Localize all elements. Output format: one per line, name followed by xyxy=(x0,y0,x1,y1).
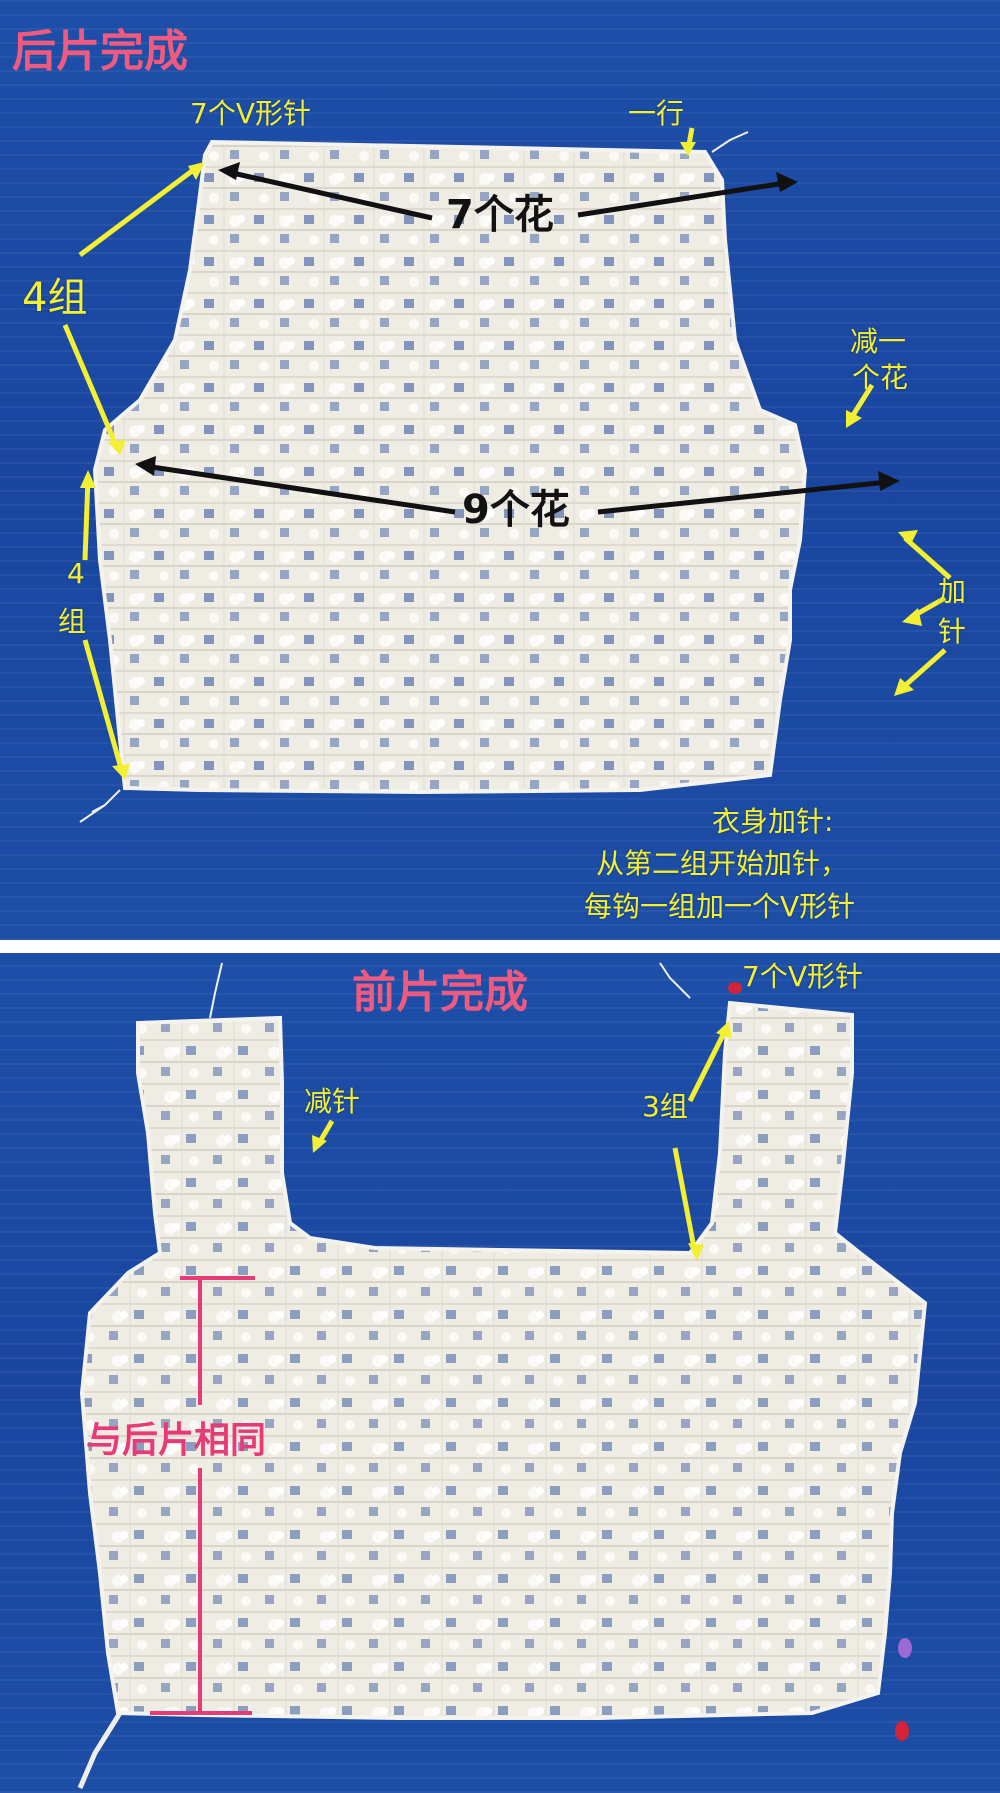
front-piece-title: 前片完成 xyxy=(352,967,528,1018)
label-7-v-stitches-strap: 7个V形针 xyxy=(742,960,863,993)
label-decrease: 减针 xyxy=(304,1085,361,1118)
front-piece-shape xyxy=(79,1000,928,1720)
label-decrease-one-flower-line2: 个花 xyxy=(852,361,909,394)
label-3-groups: 3组 xyxy=(642,1090,688,1123)
back-piece-photo: 后片完成 7个V形针 一行 7个花 4组 减一 个花 9个花 4 组 加 针 衣… xyxy=(0,0,1000,940)
black-width-arrows xyxy=(144,169,889,515)
label-body-width-9-flowers: 9个花 xyxy=(462,487,570,533)
body-increase-note-line2: 从第二组开始加针， xyxy=(596,847,849,880)
yellow-arrows xyxy=(62,127,952,773)
label-top-width-7-flowers: 7个花 xyxy=(446,192,554,238)
body-increase-note-line1: 衣身加针: xyxy=(712,805,834,838)
label-increase-line2: 针 xyxy=(938,615,967,648)
label-decrease-one-flower-line1: 减一 xyxy=(850,325,907,358)
back-piece-illustration xyxy=(62,127,952,823)
label-same-as-back: 与后片相同 xyxy=(86,1420,267,1461)
front-yellow-arrows xyxy=(315,1029,728,1254)
label-7-v-stitches-top: 7个V形针 xyxy=(190,97,311,130)
label-side-4: 4 xyxy=(67,557,85,590)
label-side-groups: 组 xyxy=(58,605,87,638)
label-one-row: 一行 xyxy=(628,97,685,130)
same-as-back-bracket xyxy=(150,1276,255,1715)
front-piece-photo: 前片完成 7个V形针 3组 减针 与后片相同 xyxy=(0,953,1000,1793)
body-increase-note-line3: 每钩一组加一个V形针 xyxy=(584,890,856,923)
label-4-groups-armhole: 4组 xyxy=(22,275,88,321)
label-increase-line1: 加 xyxy=(938,575,967,608)
back-piece-title: 后片完成 xyxy=(12,26,188,77)
back-piece-shape xyxy=(92,139,808,795)
stitch-markers xyxy=(728,982,912,1741)
front-piece-illustration xyxy=(77,962,928,1789)
